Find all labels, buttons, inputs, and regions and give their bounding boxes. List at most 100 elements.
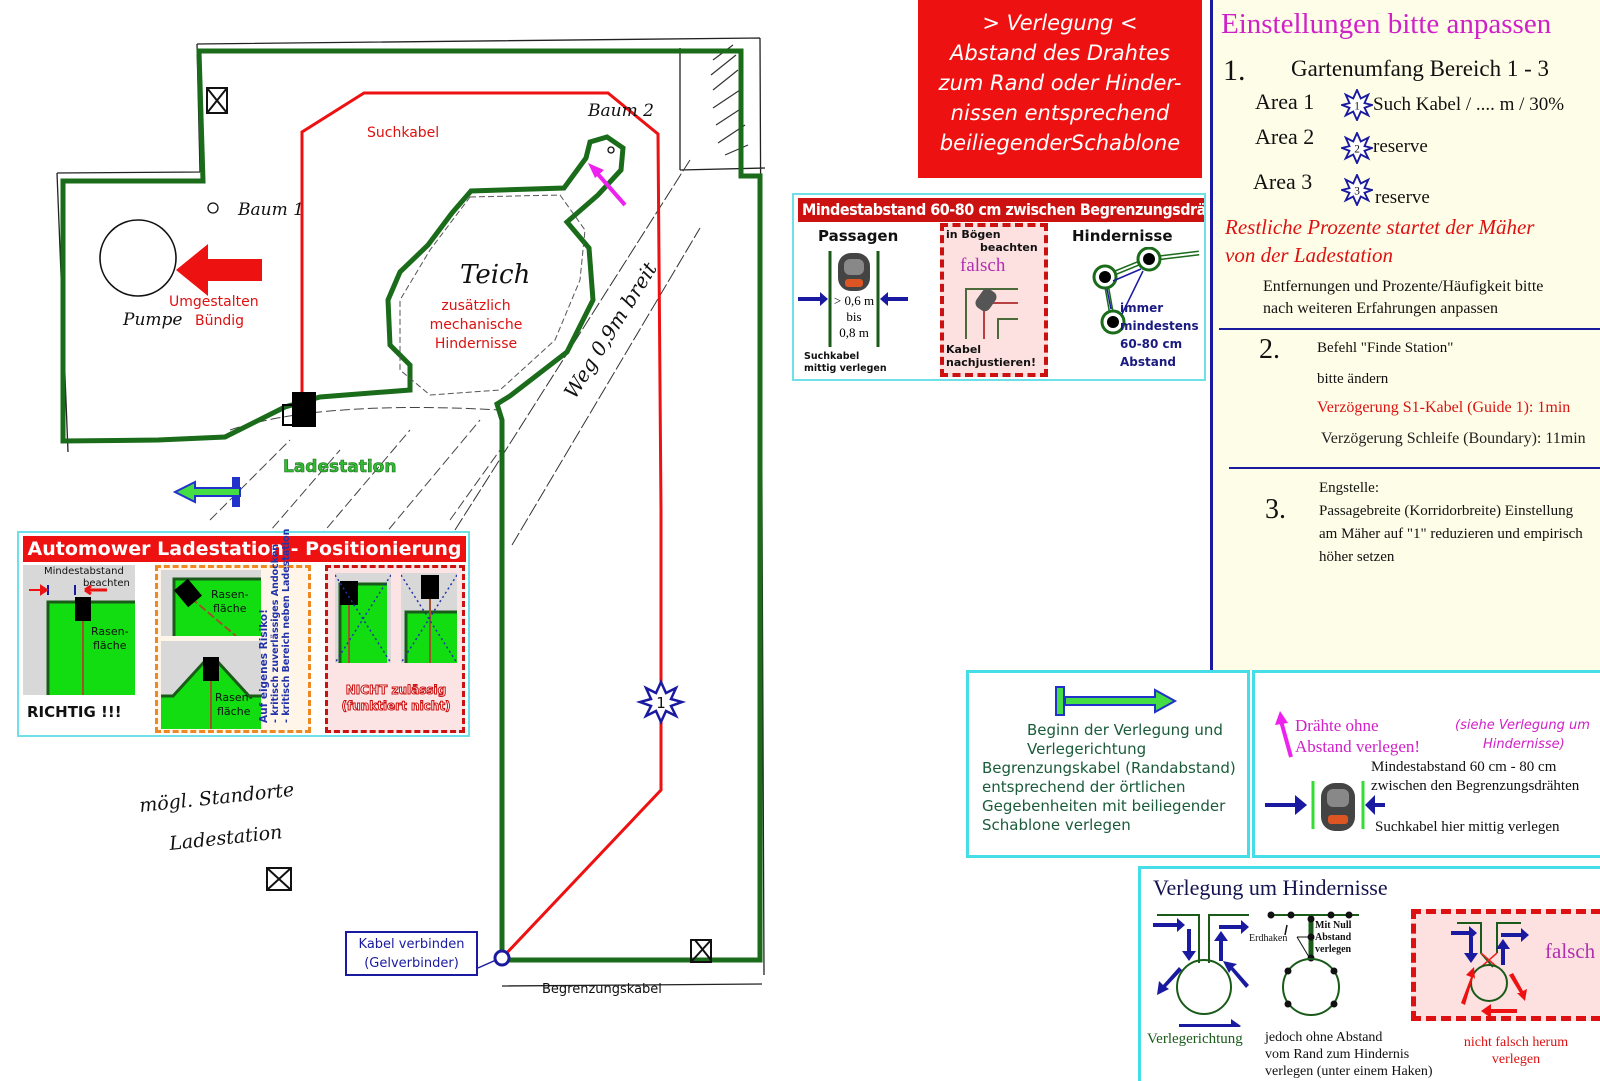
- beginn-panel: Beginn der Verlegung und Verlegerichtung…: [966, 670, 1250, 858]
- section3-line-2: Passagebreite (Korridorbreite) Einstellu…: [1319, 503, 1574, 519]
- boegen-diagram: [965, 288, 1018, 339]
- richtig-label: RICHTIG !!!: [27, 703, 122, 721]
- charging-station-marker: [282, 404, 296, 426]
- ladestation-header: Automower Ladestation - Positionierung: [23, 536, 466, 562]
- boegen-note-2: nachjustieren!: [946, 356, 1036, 369]
- hindernisse-diagram: [1092, 247, 1200, 335]
- mindestabstand-panel: Mindestabstand 60-80 cm zwischen Begrenz…: [792, 193, 1206, 381]
- boegen-falsch: falsch: [960, 255, 1006, 276]
- hindernisse-panel-title: Verlegung um Hindernisse: [1153, 875, 1388, 900]
- passagen-note-2: mittig verlegen: [804, 363, 887, 374]
- richtig-mindest-1: Mindestabstand: [44, 566, 124, 577]
- jedoch-1: jedoch ohne Abstand: [1265, 1030, 1383, 1045]
- section2-line-3: Verzögerung S1-Kabel (Guide 1): 1min: [1317, 399, 1571, 416]
- passagen-diagram: [798, 251, 908, 347]
- section1-title: Gartenumfang Bereich 1 - 3: [1291, 56, 1550, 81]
- risiko-top-rasen-1: Rasen-: [211, 588, 249, 601]
- draehte-magenta-1: Drähte ohne: [1295, 716, 1379, 735]
- area3-label: Area 3: [1253, 169, 1313, 194]
- nicht-line-2: (funktiert nicht): [341, 699, 451, 714]
- draehte-mindest-1: Mindestabstand 60 cm - 80 cm: [1371, 759, 1557, 775]
- mower-icon: [838, 253, 870, 291]
- garden-map: 1 Suchkabel Baum 1 Baum 2 Pumpe Umgestal…: [56, 37, 766, 997]
- label-teich-note-3: Hindernisse: [435, 336, 517, 352]
- area1-star-icon: 1: [1341, 89, 1373, 121]
- nicht-falsch-1: nicht falsch herum: [1463, 1035, 1569, 1050]
- mower-icon: [1321, 783, 1355, 831]
- draehte-mower-diagram: [1265, 781, 1385, 831]
- guide-wire: [300, 91, 663, 960]
- label-teich: Teich: [460, 260, 530, 290]
- tree2-pointer-arrow: [588, 163, 627, 207]
- hindernisse-note-4: Abstand: [1120, 355, 1176, 369]
- area1-label: Area 1: [1255, 89, 1315, 114]
- passagen-dist-1: > 0,6 m: [833, 293, 875, 308]
- tree2-circle: [607, 146, 615, 154]
- risiko-vertical-line-1: Auf eigenes Risiko!: [258, 609, 270, 723]
- passagen-title: Passagen: [818, 227, 899, 245]
- path-lines: [454, 159, 701, 546]
- area3-text: reserve: [1375, 187, 1430, 208]
- area2-star-number: 2: [1354, 144, 1360, 156]
- draehte-panel: Drähte ohne Abstand verlegen! (siehe Ver…: [1252, 670, 1600, 858]
- mit-null-3: verlegen: [1315, 944, 1352, 955]
- label-moegl-1: mögl. Standorte: [138, 779, 295, 817]
- hindernisse-note-1: immer: [1120, 301, 1164, 315]
- settings-heading: Einstellungen bitte anpassen: [1221, 8, 1552, 40]
- mower-icon-small: [975, 288, 997, 312]
- x-marker-bottom: [690, 939, 712, 963]
- section3-line-1: Engstelle:: [1319, 480, 1379, 496]
- section-divider-2: [1229, 467, 1600, 469]
- ladestation-panel: Automower Ladestation - Positionierung M…: [17, 528, 470, 737]
- falsch-box: [1411, 909, 1600, 1021]
- guide-marker-number: 1: [656, 694, 666, 712]
- label-begrenzungskabel: Begrenzungskabel: [542, 982, 662, 997]
- risiko-vertical-line-2: - kritisch zuverlässiges Andocken: [270, 543, 281, 723]
- jedoch-3: verlegen (unter einem Haken): [1265, 1064, 1433, 1079]
- risiko-vertical-line-3: - kritisch Bereich neben Ladestation: [281, 528, 292, 723]
- section2-line-2: bitte ändern: [1317, 371, 1389, 387]
- risiko-diagram-bottom: [161, 641, 261, 729]
- mit-null-1: Mit Null: [1315, 920, 1352, 931]
- hindernisse-title: Hindernisse: [1072, 227, 1173, 245]
- erdhaken-label: Erdhaken: [1249, 933, 1288, 944]
- draehte-siehe-2: Hindernisse): [1483, 737, 1565, 752]
- draehte-such: Suchkabel hier mittig verlegen: [1375, 819, 1560, 835]
- gel-connector: [493, 949, 511, 967]
- wrong-loop-diagram: [1451, 922, 1529, 1017]
- section2-number: 2.: [1259, 334, 1280, 365]
- kabel-verbinden-line1: Kabel verbinden: [358, 937, 465, 952]
- hindernisse-note-2: mindestens: [1120, 319, 1199, 333]
- section3-line-3: am Mäher auf "1" reduzieren und empirisc…: [1319, 526, 1583, 542]
- boegen-note-1: Kabel: [946, 343, 982, 356]
- correct-loop-diagram: [1153, 914, 1249, 1027]
- passagen-note-1: Suchkabel: [804, 351, 860, 362]
- gel-connector-leader: [477, 959, 497, 969]
- zero-distance-loop-diagram: [1267, 911, 1359, 1016]
- richtig-diagram: [23, 565, 135, 695]
- section2-line-1: Befehl "Finde Station": [1317, 340, 1454, 356]
- title-line-5: beiliegenderSchablone: [939, 131, 1181, 155]
- laying-direction-arrow: [172, 477, 241, 507]
- draehte-magenta-2: Abstand verlegen!: [1295, 737, 1421, 756]
- jedoch-2: vom Rand zum Hindernis: [1265, 1047, 1410, 1062]
- label-weg: Weg 0,9m breit: [559, 257, 662, 403]
- draehte-siehe-1: (siehe Verlegung um: [1455, 718, 1590, 733]
- label-teich-note-2: mechanische: [430, 317, 523, 333]
- label-suchkabel: Suchkabel: [367, 125, 439, 141]
- tree1-circle: [207, 202, 219, 214]
- risiko-bottom-rasen-2: fläche: [217, 705, 251, 718]
- pond-outline: [399, 194, 586, 396]
- nicht-falsch-2: verlegen: [1491, 1052, 1541, 1067]
- nicht-line-1: NICHT zulässig: [345, 683, 447, 698]
- x-marker-top: [206, 87, 228, 114]
- risiko-diagram-top: [161, 570, 261, 636]
- boegen-line-2: beachten: [980, 241, 1038, 254]
- section-divider-1: [1219, 328, 1600, 330]
- title-line-2: Abstand des Drahtes: [950, 41, 1170, 65]
- label-pumpe: Pumpe: [122, 310, 182, 330]
- richtig-mindest-2: beachten: [83, 578, 130, 589]
- beginn-line-2: Verlegerichtung: [1027, 740, 1147, 758]
- beginn-line-3: Begrenzungskabel (Randabstand): [982, 759, 1236, 777]
- area2-text: reserve: [1373, 136, 1428, 157]
